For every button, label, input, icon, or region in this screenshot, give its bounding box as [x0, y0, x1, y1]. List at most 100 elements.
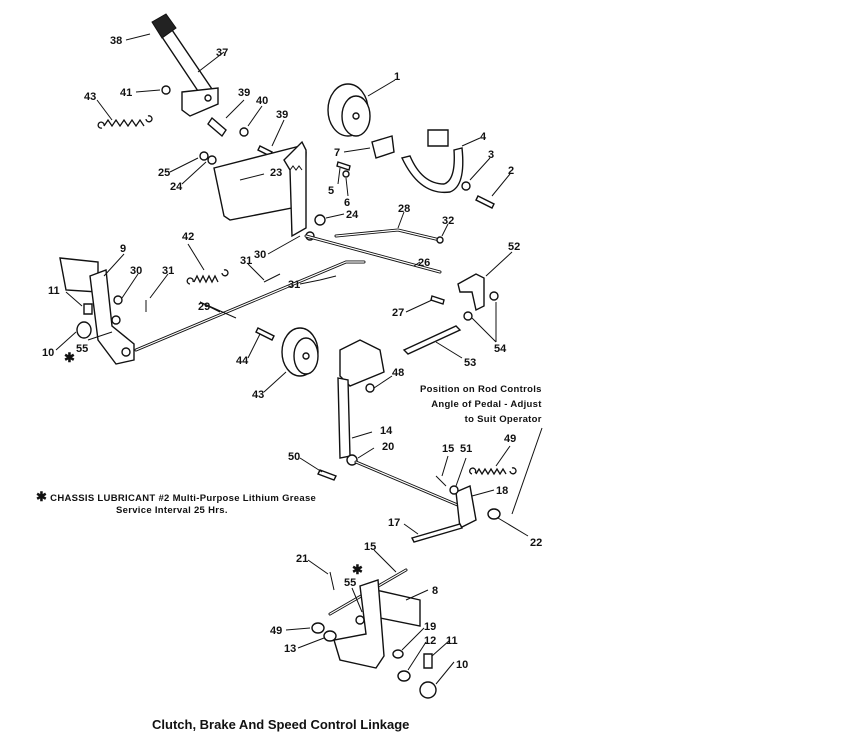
callout-3: 3 [488, 149, 494, 161]
nut-54a [489, 291, 499, 301]
callout-4: 4 [480, 131, 487, 143]
bushing-10 [76, 321, 92, 339]
callout-1: 1 [394, 71, 400, 83]
callout-11b: 11 [446, 635, 458, 647]
callout-31b: 31 [288, 279, 300, 291]
callout-24b: 24 [346, 209, 359, 221]
washer-51 [449, 485, 459, 495]
bushing-36 [207, 116, 227, 138]
bolt-27 [430, 295, 445, 305]
callout-26: 26 [418, 257, 430, 269]
callout-42: 43 [252, 389, 264, 401]
position-note-line-3: to Suit Operator [464, 414, 542, 425]
callout-16: 14 [380, 425, 393, 437]
fitting-11 [83, 303, 93, 315]
bolt-2 [475, 195, 495, 209]
figure-caption: Clutch, Brake And Speed Control Linkage [152, 717, 410, 732]
callout-24: 24 [170, 181, 183, 193]
callout-55: 55 [76, 343, 88, 355]
brake-pedal-arm [158, 29, 219, 117]
spring-48 [469, 467, 517, 476]
callout-10b: 10 [456, 659, 468, 671]
lubricant-note: ✱ CHASSIS LUBRICANT #2 Multi-Purpose Lit… [36, 489, 316, 505]
washer-24 [207, 155, 217, 165]
callout-37: 39 [276, 109, 288, 121]
callout-40: 42 [182, 231, 194, 243]
callout-38: 40 [256, 95, 268, 107]
pedal-assembly-9 [59, 257, 135, 365]
callout-39: 41 [120, 87, 132, 99]
rod-17 [410, 523, 464, 543]
callout-labels: 38 37 43 41 39 40 39 1 4 3 2 7 5 6 25 24… [42, 35, 542, 671]
callout-19: 19 [424, 621, 436, 633]
pedal-assembly-8 [333, 579, 421, 669]
callout-34: 37 [216, 47, 228, 59]
nut-54b [463, 311, 473, 321]
callout-36: 39 [238, 87, 250, 99]
position-note: Position on Rod Controls Angle of Pedal … [420, 382, 542, 427]
washer-3 [461, 181, 471, 191]
bracket-52 [457, 273, 485, 312]
callout-21: 20 [382, 441, 394, 453]
pin-15 [435, 475, 447, 487]
callout-27: 27 [392, 307, 404, 319]
callout-5: 5 [328, 185, 334, 197]
callout-25: 25 [158, 167, 170, 179]
nut-32 [436, 236, 444, 244]
callout-29: 29 [198, 301, 210, 313]
pedal-pad-35 [151, 13, 177, 39]
bolt-43 [255, 327, 275, 341]
callout-51: 51 [460, 443, 472, 455]
callout-44: 48 [392, 367, 404, 379]
washer-49 [311, 622, 325, 634]
callout-23: 23 [270, 167, 282, 179]
callout-31: 31 [240, 255, 252, 267]
position-note-line-1: Position on Rod Controls [420, 384, 542, 395]
spring-41 [97, 115, 153, 129]
pin-31a [263, 273, 281, 283]
callout-15: 15 [442, 443, 454, 455]
callout-11: 11 [48, 285, 60, 297]
brake-drum-1 [327, 83, 371, 137]
callout-7: 7 [334, 147, 340, 159]
callout-35: 38 [110, 35, 122, 47]
callout-41: 43 [84, 91, 96, 103]
callout-18: 18 [496, 485, 508, 497]
lube-marker-bottom: ✱ [352, 562, 363, 577]
washer-38 [239, 127, 249, 137]
cross-shaft-23 [213, 140, 307, 238]
lube-marker-note: ✱ [36, 489, 48, 504]
callout-13: 13 [284, 643, 296, 655]
callout-6: 6 [344, 197, 350, 209]
nut-44 [365, 383, 375, 393]
callout-32: 32 [442, 215, 454, 227]
callout-55b: 55 [344, 577, 356, 589]
callout-50: 50 [288, 451, 300, 463]
washer-13 [323, 630, 337, 642]
callout-9: 9 [120, 243, 126, 255]
callout-48: 49 [504, 433, 516, 445]
callout-8: 8 [432, 585, 438, 597]
callout-54: 54 [494, 343, 507, 355]
lube-marker-left: ✱ [64, 350, 75, 365]
fitting-11b [423, 653, 433, 669]
bolt-5 [336, 161, 351, 171]
position-note-line-2: Angle of Pedal - Adjust [431, 399, 542, 410]
lubricant-note-text: CHASSIS LUBRICANT #2 Multi-Purpose Lithi… [50, 493, 317, 504]
callout-31c: 31 [162, 265, 174, 277]
lever-18 [455, 485, 477, 530]
nut-6 [342, 170, 350, 178]
callout-49: 49 [270, 625, 282, 637]
washer-24b [314, 214, 326, 226]
bracket-7 [371, 135, 395, 159]
bushing-10b [419, 681, 437, 699]
pin-31b [319, 275, 337, 281]
callout-12: 12 [424, 635, 436, 647]
callout-52: 52 [508, 241, 520, 253]
nut-39 [161, 85, 171, 95]
leader-lines [55, 33, 543, 685]
callout-20: 21 [296, 553, 308, 565]
callout-14: 15 [364, 541, 376, 553]
service-interval-note: Service Interval 25 Hrs. [116, 505, 228, 516]
washer-12 [397, 670, 411, 682]
